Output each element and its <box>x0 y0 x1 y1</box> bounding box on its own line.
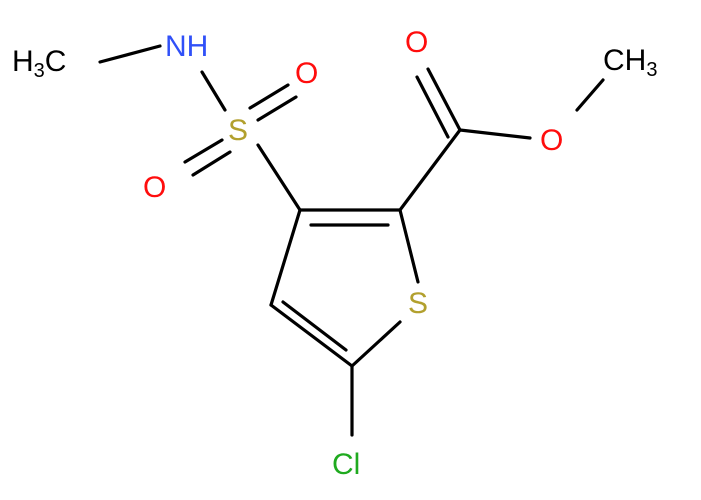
bond-c5-c4-double-inner <box>281 300 348 352</box>
bond-c4-c3 <box>269 208 302 307</box>
bond-c2-ccarbonyl <box>398 128 462 212</box>
atom-sulfur-sulfonyl: S <box>228 114 248 147</box>
bond-c3-s-sulfonyl <box>256 143 302 212</box>
atom-oxygen-carbonyl: O <box>405 26 428 59</box>
atom-ch3-left: H3C <box>12 45 66 82</box>
atom-ch3-right: CH3 <box>603 44 657 81</box>
bond-ccarbonyl-oester <box>458 128 532 140</box>
bond-ccarbonyl-o-double-b <box>415 75 450 139</box>
bond-c5-c4-double-outer <box>269 303 354 368</box>
bond-s-o-top-a <box>248 83 290 110</box>
atom-oxygen-ester: O <box>540 124 563 157</box>
atom-chlorine: Cl <box>332 448 360 481</box>
bond-s-o-top-b <box>256 95 298 122</box>
atom-nitrogen-nh: NH <box>165 30 208 63</box>
bond-s-nh <box>200 70 227 112</box>
bond-nh-ch3 <box>98 44 162 64</box>
bond-s-o-bottom-a <box>183 138 224 164</box>
atom-oxygen-sulfonyl-bottom: O <box>143 171 166 204</box>
bond-ccarbonyl-o-double-a <box>426 67 462 132</box>
bond-s-ring-c5 <box>350 320 402 368</box>
bond-c2-s-ring <box>398 208 420 284</box>
atom-oxygen-sulfonyl-top: O <box>295 57 318 90</box>
bonds <box>98 44 605 437</box>
bond-s-o-bottom-b <box>191 150 232 177</box>
atom-sulfur-ring: S <box>408 287 428 320</box>
bond-oester-ch3 <box>575 78 605 112</box>
